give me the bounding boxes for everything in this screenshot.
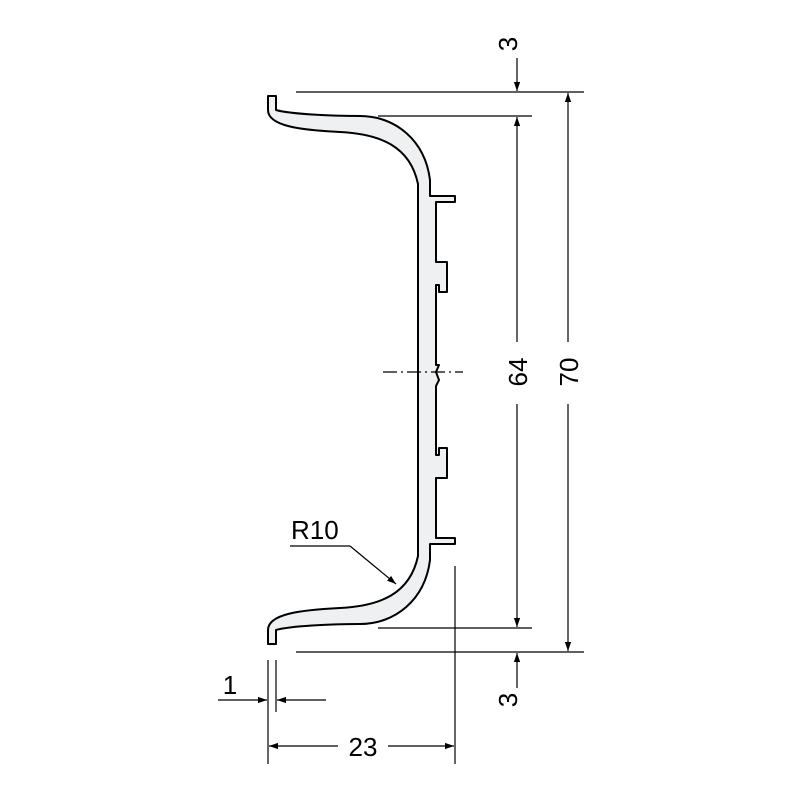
radius-arrow [349, 545, 397, 585]
dimension-label-3-top: 3 [493, 37, 523, 51]
radius-label: R10 [291, 515, 339, 545]
handle-profile [267, 95, 456, 645]
dimension-label-23: 23 [349, 732, 378, 762]
dimension-label-64: 64 [503, 358, 533, 387]
dimension-label-1: 1 [223, 670, 237, 700]
dimension-label-70: 70 [554, 358, 584, 387]
dimension-label-3-bottom: 3 [493, 693, 523, 707]
